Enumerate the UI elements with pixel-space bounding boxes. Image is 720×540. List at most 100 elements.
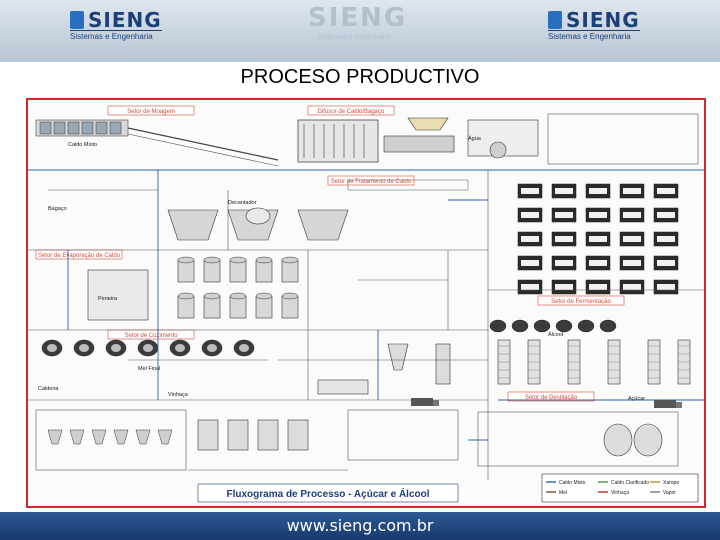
logo-left-tagline: Sistemas e Engenharia (70, 30, 162, 41)
vat-label-plate (589, 284, 607, 290)
process-label: Caldo Misto (68, 142, 97, 148)
evaporator-body (230, 296, 246, 318)
centrifuge (600, 320, 616, 332)
vat-label-plate (521, 188, 539, 194)
evaporator-top (178, 293, 194, 299)
sieng-logo-icon (548, 11, 562, 29)
vat-label-plate (589, 188, 607, 194)
storage-tank (288, 420, 308, 450)
process-label: Bagaço (48, 206, 67, 212)
evaporator-body (230, 260, 246, 282)
logo-right-tagline: Sistemas e Engenharia (548, 30, 640, 41)
legend-label: Mel (559, 490, 567, 496)
mill-unit (110, 122, 121, 134)
vat-label-plate (589, 260, 607, 266)
process-label: Água (468, 135, 482, 142)
water-treatment-top (468, 114, 698, 164)
legend-label: Caldo Clarificado (611, 480, 649, 486)
vat-label-plate (555, 188, 573, 194)
logo-center-watermark: SIENG (308, 3, 407, 33)
legend-label: Vinhaça (611, 490, 629, 496)
evaporator-top (178, 257, 194, 263)
diffuser (298, 118, 454, 162)
mill-unit (54, 122, 65, 134)
section-tag-label: Setor de Cozimento (124, 333, 178, 339)
evaporator-top (282, 257, 298, 263)
evaporator-top (256, 257, 272, 263)
mill-unit (96, 122, 107, 134)
logo-right-name: SIENG (566, 8, 640, 32)
section-tag-label: Setor de Evaporação de Caldo (38, 253, 121, 259)
process-flow-drawing: Setor de Moagem Difusor de Caldo/BagaçoSe… (28, 100, 704, 506)
diagram-legend: Caldo MistoCaldo ClarificadoXaropeMelVin… (542, 474, 698, 502)
vat-label-plate (623, 260, 641, 266)
diagram-caption: Fluxograma de Processo - Açúcar e Álcool (226, 487, 429, 500)
distillation-columns (498, 340, 690, 384)
water-treatment-bottom (36, 410, 678, 470)
evaporator-body (256, 296, 272, 318)
vat-label-plate (589, 212, 607, 218)
evaporator-top (230, 257, 246, 263)
vat-label-plate (657, 284, 675, 290)
centrifuge-core (79, 344, 89, 352)
vat-label-plate (521, 284, 539, 290)
vat-label-plate (589, 236, 607, 242)
centrifuge-core (175, 344, 185, 352)
logo-left-name: SIENG (88, 8, 162, 32)
mill-unit (82, 122, 93, 134)
section-tag-label: Difusor de Caldo/Bagaço (318, 109, 385, 115)
section-tag-label: Setor de Moagem (127, 109, 175, 115)
centrifuge (534, 320, 550, 332)
hopper (70, 430, 84, 444)
logo-right: SIENG Sistemas e Engenharia (548, 8, 640, 41)
legend-label: Xarope (663, 480, 679, 486)
evaporator-top (256, 293, 272, 299)
hopper (48, 430, 62, 444)
centrifuge (512, 320, 528, 332)
centrifuge-core (207, 344, 217, 352)
vat-label-plate (657, 236, 675, 242)
section-tag-label: Setor de Fermentação (551, 299, 611, 305)
process-label: Açúcar (628, 396, 645, 402)
vat-label-plate (521, 236, 539, 242)
sieng-logo-icon (70, 11, 84, 29)
centrifuge-core (111, 344, 121, 352)
centrifuge (578, 320, 594, 332)
hopper (158, 430, 172, 444)
clarification-tanks (168, 180, 468, 240)
centrifuge (490, 320, 506, 332)
evaporator-top (204, 257, 220, 263)
vat-label-plate (657, 188, 675, 194)
evaporator-body (256, 260, 272, 282)
rotary-filter (88, 270, 148, 320)
process-label: Álcool (548, 331, 563, 338)
process-label: Decantador (228, 200, 257, 206)
evaporator-body (178, 296, 194, 318)
mill-unit (68, 122, 79, 134)
vat-label-plate (623, 284, 641, 290)
vat-label-plate (555, 212, 573, 218)
vat-label-plate (657, 260, 675, 266)
footer-url[interactable]: www.sieng.com.br (0, 516, 720, 535)
mill-unit (40, 122, 51, 134)
centrifuge (556, 320, 572, 332)
storage-tank (258, 420, 278, 450)
evaporators (88, 257, 298, 320)
storage-tank (228, 420, 248, 450)
process-label: Vinhaça (168, 392, 189, 398)
evaporator-top (230, 293, 246, 299)
vat-label-plate (555, 260, 573, 266)
process-label: Peneira (98, 296, 118, 302)
logo-left: SIENG Sistemas e Engenharia (70, 8, 162, 41)
centrifuge-core (47, 344, 57, 352)
evaporator-body (282, 296, 298, 318)
vat-label-plate (555, 284, 573, 290)
vat-label-plate (555, 236, 573, 242)
vat-label-plate (521, 212, 539, 218)
evaporator-body (204, 260, 220, 282)
evaporator-top (282, 293, 298, 299)
hopper (114, 430, 128, 444)
centrifuge-core (143, 344, 153, 352)
vat-label-plate (623, 236, 641, 242)
